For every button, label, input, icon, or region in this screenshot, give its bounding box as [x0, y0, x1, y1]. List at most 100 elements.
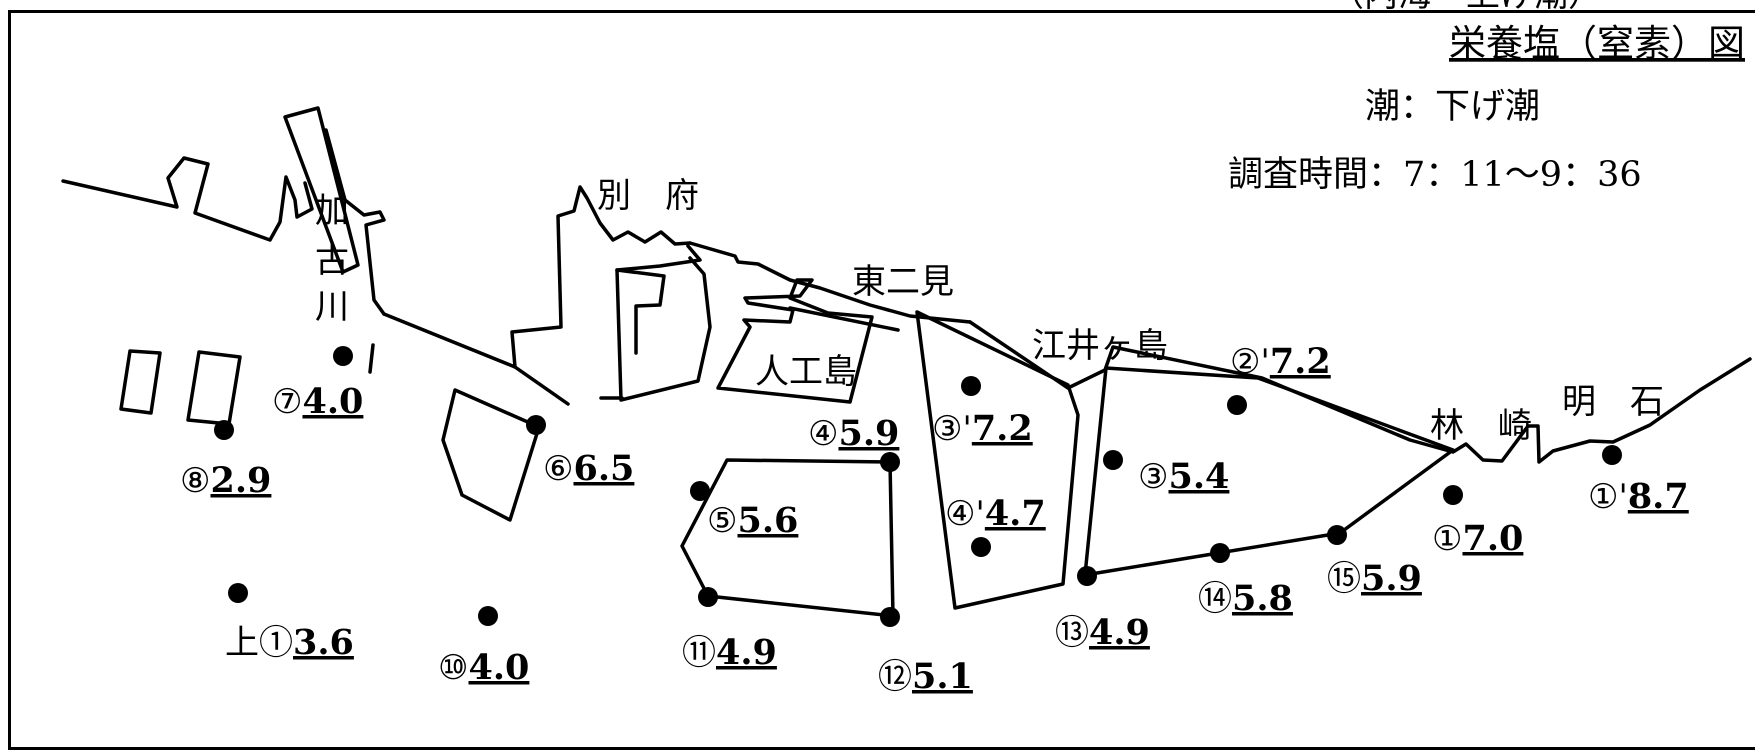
place-kakogawa-3: 川 — [315, 287, 349, 327]
survey-time-label: 調査時間：7：11～9：36 — [1228, 155, 1642, 195]
station-value-s15: 5.9 — [1361, 558, 1422, 599]
station-marker-s4p — [971, 537, 991, 557]
place-beppu: 別 府 — [597, 176, 699, 216]
station-marker-s3 — [1103, 450, 1123, 470]
beppu-port-inner — [615, 244, 712, 402]
station-value-s1p: 8.7 — [1628, 476, 1689, 517]
station-marker-s6 — [526, 415, 546, 435]
coastline — [61, 106, 1752, 464]
station-number-s4p: ④' — [945, 494, 985, 534]
coastline-east — [968, 320, 1752, 464]
station-marker-s8 — [214, 420, 234, 440]
station-label-s4: ④5.9 — [808, 413, 899, 454]
beppu-port — [510, 185, 692, 369]
station-value-s13: 4.9 — [1089, 612, 1150, 653]
station-value-s3: 5.4 — [1168, 456, 1229, 497]
breakwater-2 — [186, 350, 242, 426]
zone-beppu-offshore — [680, 458, 895, 618]
station-label-s13: ⑬4.9 — [1055, 612, 1150, 653]
station-marker-s5 — [690, 481, 710, 501]
station-number-su1: 上① — [225, 623, 293, 663]
station-label-s8: ⑧2.9 — [180, 460, 271, 501]
station-label-s10: ⑩4.0 — [438, 647, 529, 688]
coastline-higashifutami — [688, 241, 972, 324]
station-value-su1: 3.6 — [293, 622, 354, 663]
kakogawa-river-mouth — [368, 343, 375, 374]
map-title: 栄養塩（窒素）図 — [1449, 22, 1745, 65]
station-label-s3p: ③'7.2 — [932, 408, 1033, 449]
station-marker-s2p — [1227, 395, 1247, 415]
place-higashifutami: 東二見 — [852, 262, 954, 302]
zone-higashifutami-offshore — [915, 310, 1080, 610]
station-label-s7: ⑦4.0 — [272, 381, 363, 422]
station-number-s11: ⑪ — [682, 633, 716, 673]
station-number-s10: ⑩ — [438, 648, 468, 688]
station-label-s1p: ①'8.7 — [1588, 476, 1689, 517]
station-value-s6: 6.5 — [573, 448, 634, 489]
station-number-s3p: ③' — [932, 409, 972, 449]
station-label-s3: ③5.4 — [1138, 456, 1229, 497]
station-number-s8: ⑧ — [180, 461, 210, 501]
coastline-west — [61, 156, 314, 242]
station-number-s5: ⑤ — [707, 501, 737, 541]
station-marker-s12 — [880, 607, 900, 627]
station-value-s5: 5.6 — [737, 500, 798, 541]
station-number-s15: ⑮ — [1327, 559, 1361, 599]
station-number-s3: ③ — [1138, 457, 1168, 497]
station-number-s1: ① — [1432, 519, 1462, 559]
station-number-s13: ⑬ — [1055, 613, 1089, 653]
station-value-s11: 4.9 — [716, 632, 777, 673]
tide-label: 潮：下げ潮 — [1365, 87, 1540, 127]
station-label-s11: ⑪4.9 — [682, 632, 777, 673]
station-label-s1: ①7.0 — [1432, 518, 1523, 559]
station-number-s4: ④ — [808, 414, 838, 454]
kakogawa-jetty — [283, 106, 360, 274]
station-value-s1: 7.0 — [1462, 518, 1523, 559]
zone-einogashima-offshore — [1083, 366, 1455, 577]
place-akashi: 明 石 — [1562, 382, 1664, 422]
station-marker-s10 — [478, 606, 498, 626]
station-number-s2p: ②' — [1230, 342, 1270, 382]
station-marker-s15 — [1327, 525, 1347, 545]
station-value-s4p: 4.7 — [985, 493, 1046, 534]
place-kakogawa-2: 古 — [315, 241, 349, 281]
station-value-s10: 4.0 — [468, 647, 529, 688]
station-label-s12: ⑫5.1 — [878, 656, 973, 697]
station-value-s7: 4.0 — [302, 381, 363, 422]
kakogawa-river-bank — [324, 128, 386, 316]
zone-kakogawa-offshore — [441, 388, 541, 522]
station-marker-s13 — [1077, 566, 1097, 586]
station-label-s2p: ②'7.2 — [1230, 341, 1331, 382]
station-marker-s7 — [333, 346, 353, 366]
station-marker-s11 — [698, 587, 718, 607]
place-einogashima: 江井ヶ島 — [1032, 326, 1168, 366]
station-label-s14: ⑭5.8 — [1198, 578, 1293, 619]
place-kakogawa-1: 加 — [315, 191, 349, 231]
artificial-island-breakwater — [788, 306, 900, 332]
place-hayashizaki: 林 崎 — [1430, 406, 1532, 446]
station-marker-s1p — [1602, 445, 1622, 465]
station-number-s14: ⑭ — [1198, 579, 1232, 619]
station-value-s3p: 7.2 — [972, 408, 1033, 449]
station-marker-s4 — [880, 452, 900, 472]
station-label-s4p: ④'4.7 — [945, 493, 1046, 534]
beppu-basin — [615, 268, 666, 355]
station-value-s8: 2.9 — [210, 460, 271, 501]
station-number-s1p: ①' — [1588, 477, 1628, 517]
station-value-s12: 5.1 — [912, 656, 973, 697]
artificial-island — [716, 278, 874, 404]
station-label-s6: ⑥6.5 — [543, 448, 634, 489]
station-number-s12: ⑫ — [878, 657, 912, 697]
station-value-s2p: 7.2 — [1270, 341, 1331, 382]
place-jinkojima: 人工島 — [755, 352, 857, 392]
header-partial-text: （内海 上げ潮） — [1330, 0, 1602, 15]
station-value-s4: 5.9 — [838, 413, 899, 454]
station-number-s6: ⑥ — [543, 449, 573, 489]
station-label-su1: 上①3.6 — [225, 622, 354, 663]
station-value-s14: 5.8 — [1232, 578, 1293, 619]
station-marker-s3p — [961, 376, 981, 396]
station-label-s5: ⑤5.6 — [707, 500, 798, 541]
station-marker-s1 — [1443, 485, 1463, 505]
